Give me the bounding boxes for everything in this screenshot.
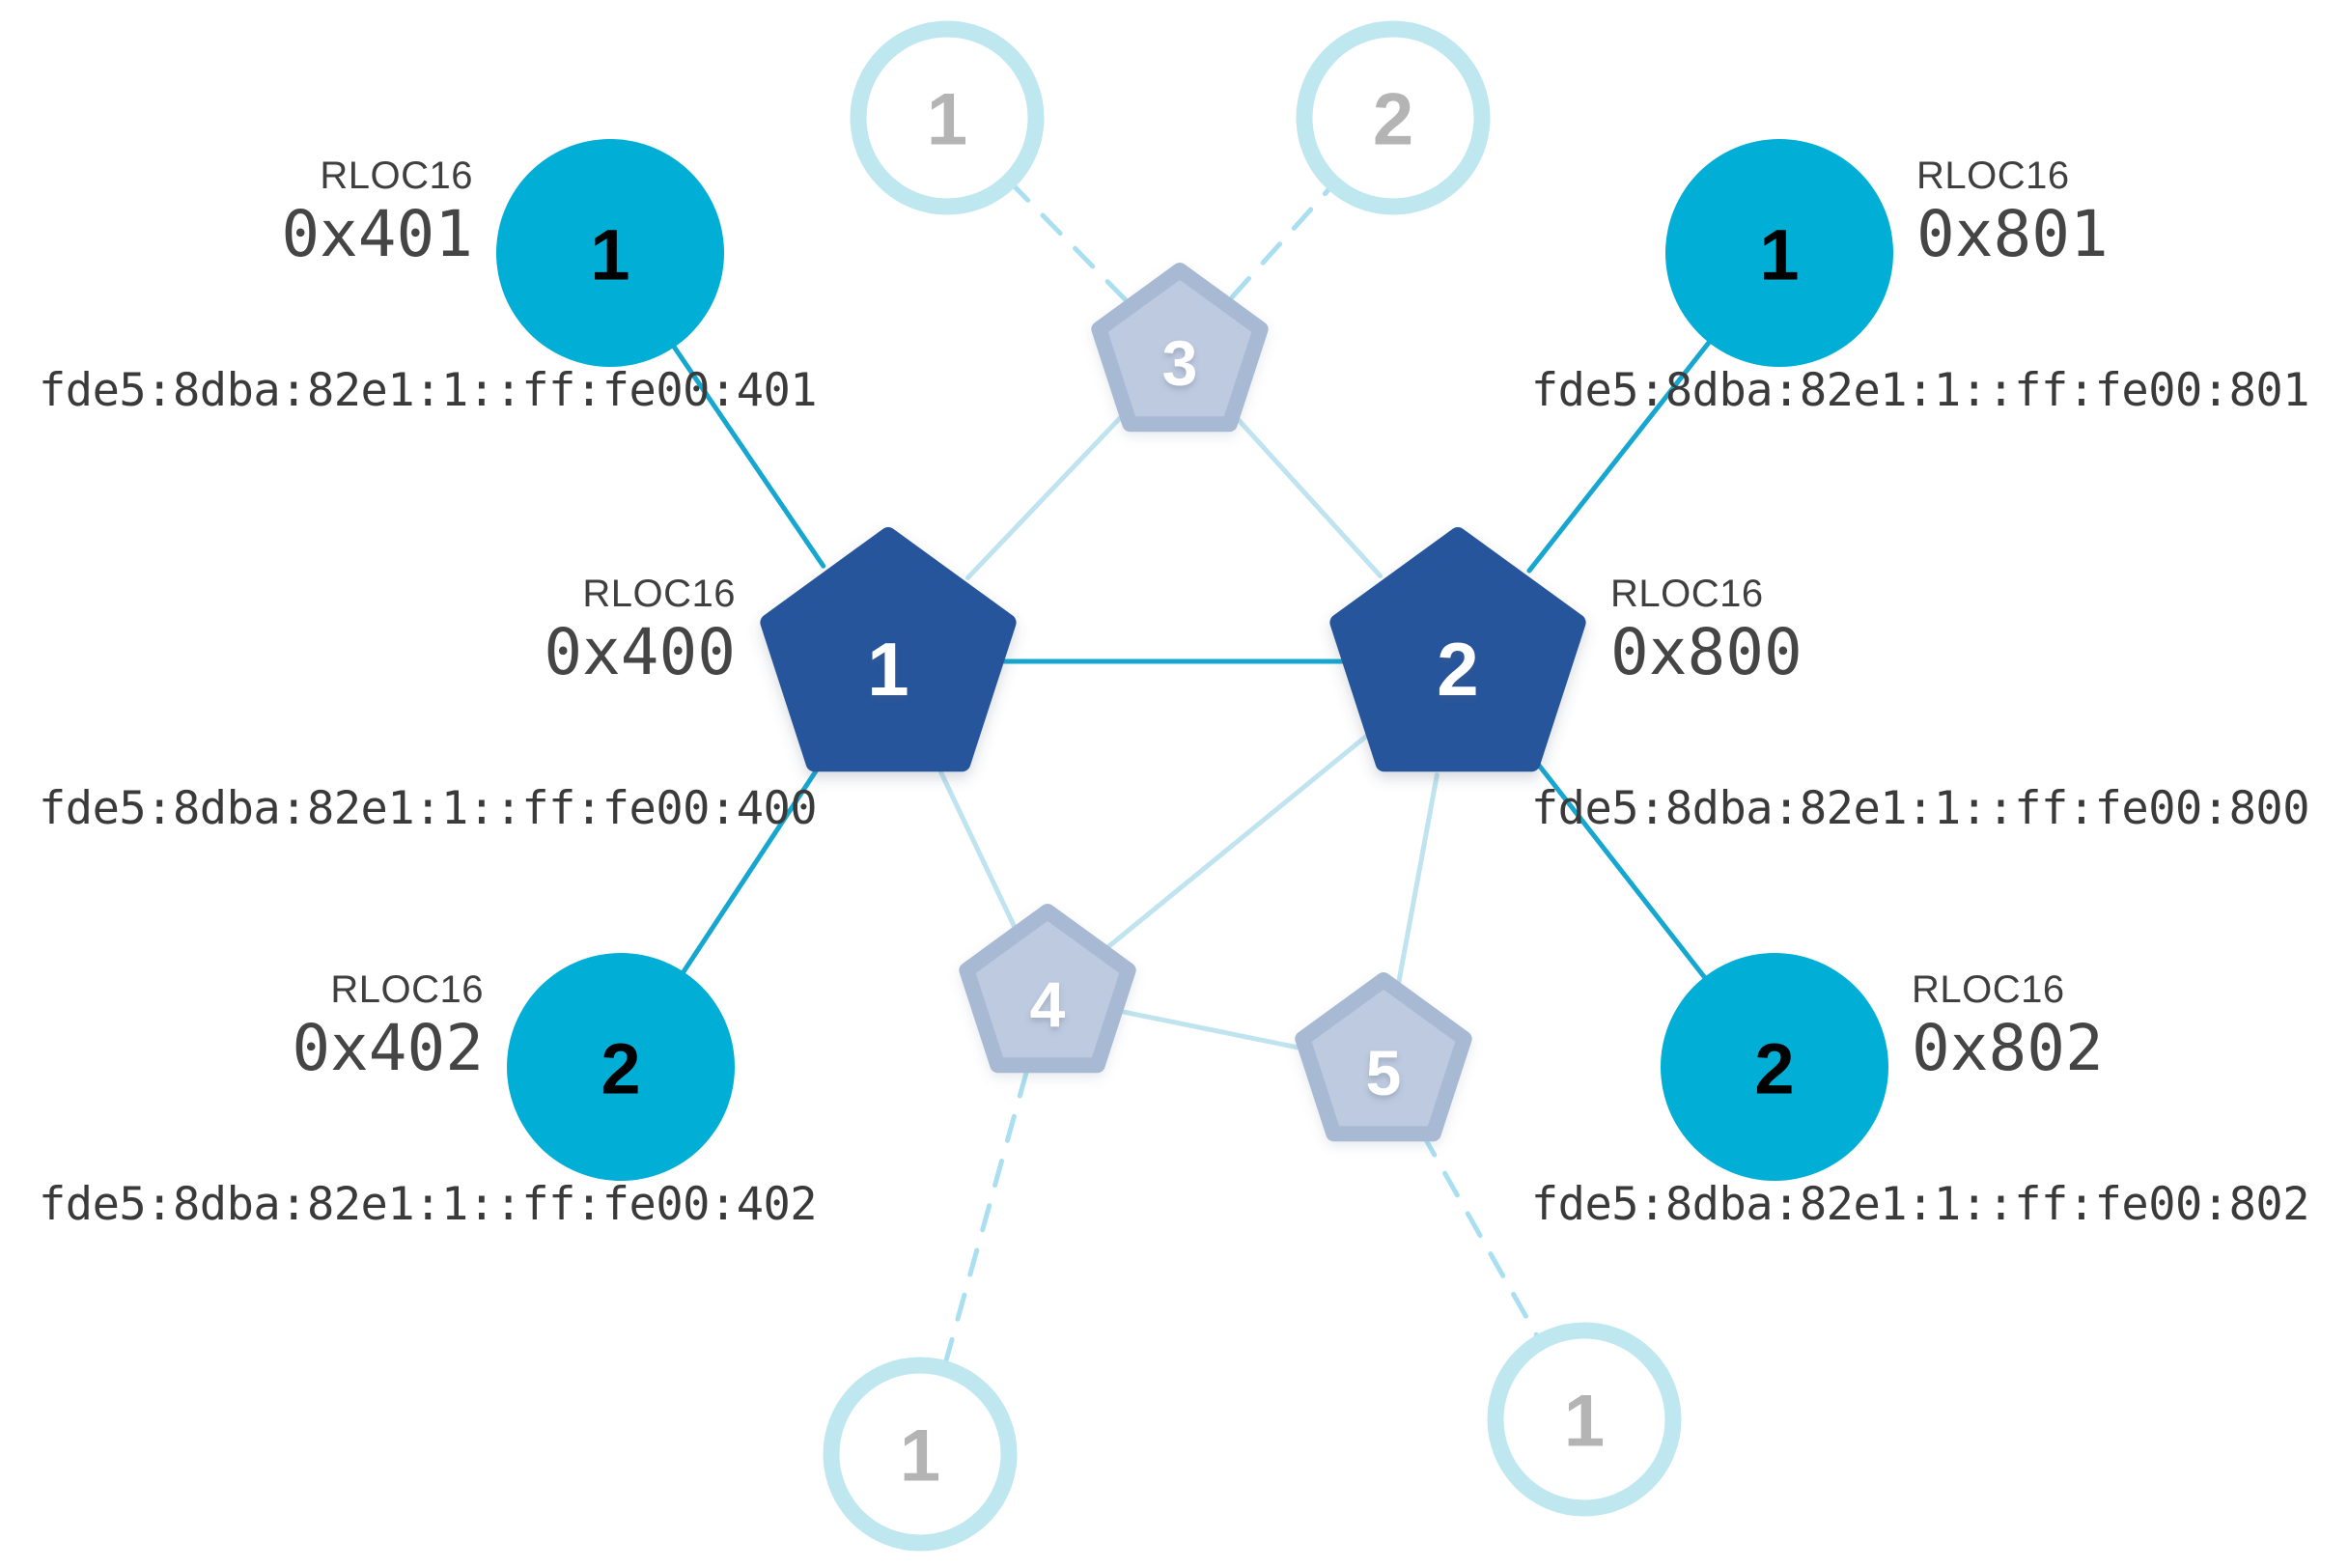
node-ghost-circle-bottom-2[interactable]: 1 (1487, 1322, 1682, 1517)
rloc16-caption: RLOC16 (1912, 968, 2065, 1011)
ghost-circle (823, 1357, 1018, 1552)
node-number: 2 (1437, 627, 1478, 712)
topology-link (1001, 173, 1128, 302)
rloc16-value: 0x402 (292, 1011, 484, 1085)
node-number: 1 (1759, 215, 1799, 295)
child-circle (1661, 953, 1888, 1181)
router-pentagon (760, 527, 1017, 772)
node-router-0x400[interactable]: 1 (760, 527, 1017, 772)
rloc16-value: 0x801 (1916, 197, 2109, 271)
rloc16-caption: RLOC16 (1916, 154, 2070, 197)
rloc16-value: 0x401 (281, 197, 473, 271)
topology-link (1526, 332, 1718, 574)
rloc16-value: 0x800 (1610, 615, 1803, 689)
node-router-0x800[interactable]: 2 (1329, 527, 1586, 772)
rloc16-value: 0x400 (544, 615, 736, 689)
child-circle (496, 139, 724, 367)
node-number: 1 (927, 79, 967, 161)
ipv6-address-0x800: fde5:8dba:82e1:1::ff:fe00:800 (1530, 782, 2310, 835)
node-number: 2 (1754, 1029, 1794, 1109)
topology-link (935, 763, 1017, 929)
rloc16-caption: RLOC16 (582, 573, 736, 615)
node-number: 5 (1366, 1037, 1402, 1108)
ipv6-address-0x401: fde5:8dba:82e1:1::ff:fe00:401 (39, 364, 818, 417)
child-circle (1665, 139, 1893, 367)
node-child-0x801[interactable]: 1 (1665, 139, 1893, 367)
links-layer (666, 173, 1718, 1378)
node-ghost-circle-top-1[interactable]: 1 (850, 20, 1045, 215)
topology-link (1105, 732, 1371, 950)
node-child-0x802[interactable]: 2 (1661, 953, 1888, 1181)
node-number: 1 (900, 1415, 940, 1498)
topology-link (1419, 1130, 1547, 1351)
node-number: 1 (867, 627, 908, 712)
node-number: 1 (1564, 1381, 1605, 1463)
router-pentagon (1329, 527, 1586, 772)
rloc16-value: 0x802 (1912, 1011, 2104, 1085)
node-pentagon-5[interactable]: 5 (1295, 972, 1472, 1142)
node-number: 2 (1373, 79, 1413, 161)
node-pentagon-3[interactable]: 3 (1091, 263, 1269, 433)
topology-link (964, 409, 1129, 580)
topology-link (666, 337, 826, 569)
rloc16-caption: RLOC16 (320, 154, 473, 197)
ghost-circle (1487, 1322, 1682, 1517)
faded-pentagon-inner (1115, 287, 1244, 410)
ghost-circle (850, 20, 1045, 215)
node-child-0x402[interactable]: 2 (507, 953, 735, 1181)
node-ghost-circle-top-2[interactable]: 2 (1296, 20, 1491, 215)
ghost-circle (1296, 20, 1491, 215)
ipv6-address-0x402: fde5:8dba:82e1:1::ff:fe00:402 (39, 1178, 818, 1231)
node-ghost-circle-bottom-1[interactable]: 1 (823, 1357, 1018, 1552)
node-number: 2 (601, 1029, 640, 1109)
node-number: 4 (1030, 968, 1066, 1040)
ipv6-address-0x400: fde5:8dba:82e1:1::ff:fe00:400 (39, 782, 818, 835)
topology-link (1229, 410, 1384, 578)
rloc16-caption: RLOC16 (1610, 573, 1764, 615)
topology-link (939, 1069, 1029, 1378)
node-child-0x401[interactable]: 1 (496, 139, 724, 367)
topology-link (1121, 1009, 1310, 1052)
topology-link (676, 755, 827, 982)
node-number: 1 (590, 215, 629, 295)
topology-link (1229, 176, 1341, 300)
rloc16-caption: RLOC16 (330, 968, 484, 1011)
node-pentagon-4[interactable]: 4 (959, 904, 1136, 1074)
faded-pentagon-inner (983, 928, 1112, 1051)
faded-pentagon-inner (1319, 996, 1448, 1120)
child-circle (507, 953, 735, 1181)
topology-link (1395, 772, 1440, 991)
nodes-layer: 1 2 1 1 2 2 3 4 5 1 2 1 1 (496, 20, 1893, 1552)
ipv6-address-0x802: fde5:8dba:82e1:1::ff:fe00:802 (1530, 1178, 2310, 1231)
topology-link (1526, 749, 1713, 987)
node-number: 3 (1162, 327, 1198, 399)
ipv6-address-0x801: fde5:8dba:82e1:1::ff:fe00:801 (1530, 364, 2310, 417)
